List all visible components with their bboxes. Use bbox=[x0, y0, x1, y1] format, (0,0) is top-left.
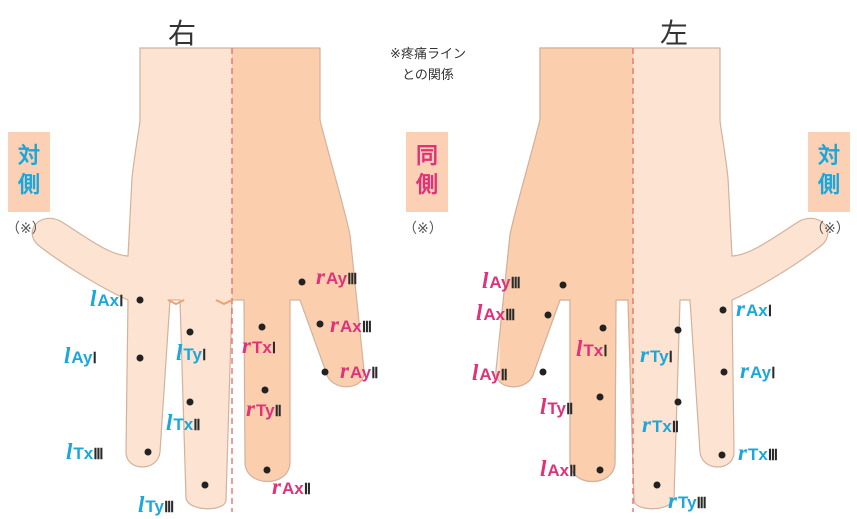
point-label: lTxⅠ bbox=[576, 336, 608, 361]
tag-char: 対 bbox=[17, 144, 40, 169]
point-label: rTyⅡ bbox=[246, 396, 282, 421]
point-label: rTxⅠ bbox=[242, 333, 277, 358]
tag-char: 側 bbox=[17, 173, 40, 198]
point-label: rTyⅢ bbox=[668, 488, 707, 513]
point-label: lAyⅢ bbox=[482, 268, 521, 293]
right-hand-title: 右 bbox=[168, 17, 197, 50]
left-hand-fill bbox=[495, 47, 829, 512]
point-label: lAxⅠ bbox=[90, 286, 124, 311]
point-label: lTyⅠ bbox=[176, 340, 207, 365]
point-label: lTyⅢ bbox=[138, 492, 175, 517]
left-hand-points bbox=[539, 281, 728, 489]
point-label: lAyⅠ bbox=[64, 343, 97, 368]
point-label: lTyⅡ bbox=[540, 394, 574, 419]
point-label: lAxⅡ bbox=[540, 456, 577, 481]
left-hand-title: 左 bbox=[660, 17, 689, 50]
contralateral-tag-right: 対 側 bbox=[808, 132, 850, 212]
point-label: rAyⅡ bbox=[340, 358, 379, 383]
point-label: rTxⅢ bbox=[738, 440, 779, 465]
point-label: lAyⅡ bbox=[472, 360, 508, 385]
point-label: lTxⅡ bbox=[166, 410, 201, 435]
pain-line-note: ※疼痛ライン との関係 bbox=[370, 44, 486, 86]
ipsilateral-tag: 同 側 bbox=[406, 132, 448, 212]
point-label: rAyⅠ bbox=[740, 358, 776, 383]
note-line-1: ※疼痛ライン bbox=[390, 47, 466, 62]
point-label: rAyⅢ bbox=[316, 264, 358, 289]
tag-char: 側 bbox=[817, 173, 840, 198]
point-label: rTxⅡ bbox=[642, 412, 680, 437]
paren-note-left: （※） bbox=[6, 221, 46, 237]
right-hand-points bbox=[136, 278, 329, 489]
point-label: rAxⅢ bbox=[330, 312, 373, 337]
note-line-2: との関係 bbox=[402, 68, 454, 83]
point-label: lAxⅢ bbox=[476, 300, 516, 325]
paren-note-right: （※） bbox=[810, 221, 850, 237]
right-hand bbox=[31, 47, 365, 512]
contralateral-tag-left: 対 側 bbox=[8, 132, 50, 212]
tag-char: 側 bbox=[415, 173, 438, 198]
point-label: rAxⅠ bbox=[736, 296, 773, 321]
point-label: rAxⅡ bbox=[272, 474, 312, 499]
paren-note-middle: （※） bbox=[403, 221, 443, 237]
point-label: rTyⅠ bbox=[640, 342, 673, 367]
tag-char: 対 bbox=[817, 144, 840, 169]
tag-char: 同 bbox=[415, 144, 438, 169]
point-label: lTxⅢ bbox=[66, 439, 104, 464]
